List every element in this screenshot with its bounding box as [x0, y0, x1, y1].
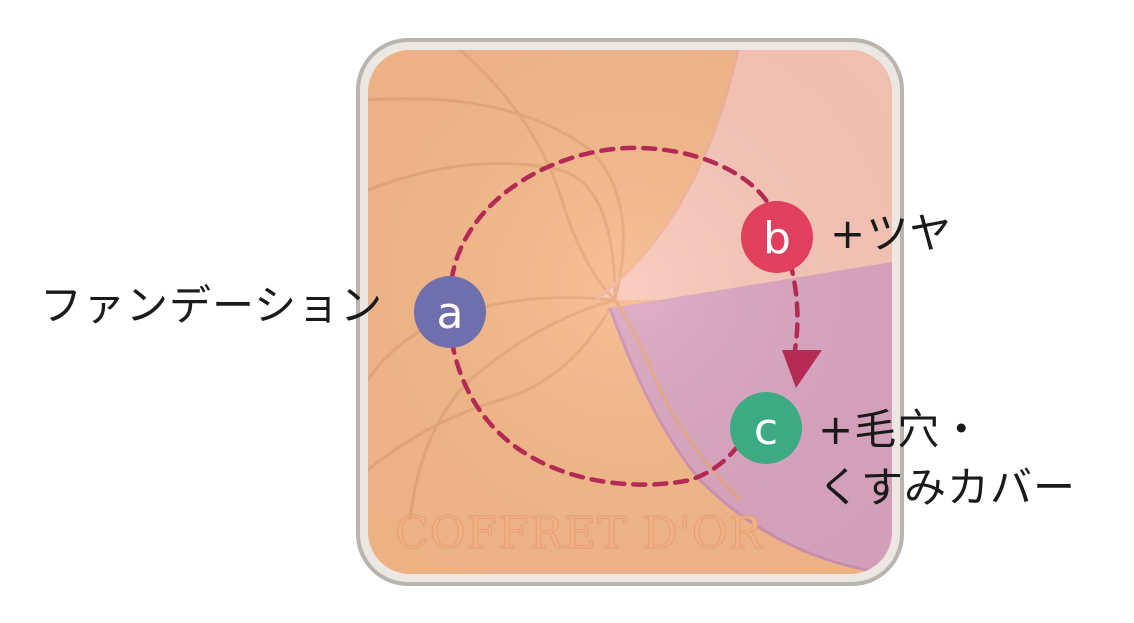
- label-gloss: +ツヤ: [830, 209, 953, 258]
- label-cover-line2: くすみカバー: [818, 463, 1077, 513]
- flow-arrowhead: [782, 350, 822, 388]
- node-a-letter: a: [437, 288, 464, 339]
- brand-emboss: COFFRET D'OR: [395, 508, 764, 559]
- node-c-letter: c: [754, 404, 778, 455]
- node-b: b: [741, 201, 813, 273]
- flow-dashed-loop: [447, 145, 800, 487]
- label-cover: +毛穴・ くすみカバー: [818, 405, 1077, 513]
- node-a: a: [414, 276, 486, 348]
- label-foundation: ファンデーション: [40, 281, 384, 330]
- node-b-letter: b: [763, 213, 791, 264]
- node-c: c: [730, 392, 802, 464]
- label-cover-line1: +毛穴・: [818, 405, 984, 454]
